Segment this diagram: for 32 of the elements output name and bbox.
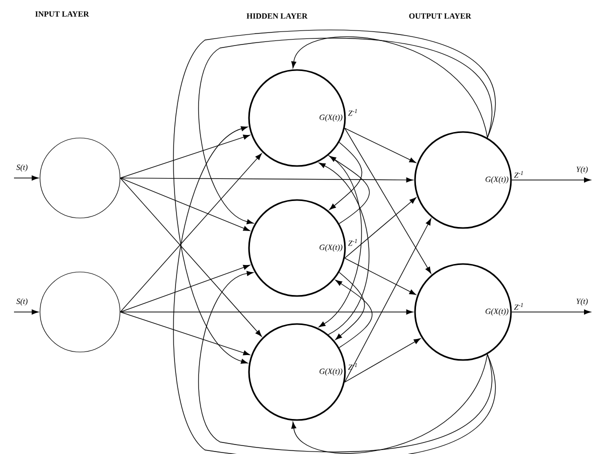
arrow [344,128,432,274]
arrow [120,178,262,337]
arrow [511,177,591,182]
arrow [291,354,488,454]
arrow [318,155,362,328]
arrow [344,258,416,295]
arrow [120,178,250,232]
arrow [120,309,413,314]
arrow [198,270,492,452]
arrow [344,218,432,382]
arrow [329,156,370,224]
arrow [120,264,250,312]
arrow [335,280,372,348]
arrow [335,272,365,340]
arrow [318,162,370,335]
arrow [14,309,38,314]
arrow [291,36,488,138]
arrow [511,309,591,314]
arrow [344,338,421,382]
arrow [173,30,496,364]
arrow [120,134,250,178]
arrow [198,38,492,224]
input-neuron [40,272,120,352]
arrow [120,153,262,312]
arrow [344,197,416,258]
arrow [329,142,362,210]
input-neuron [40,138,120,218]
arrow [120,312,250,356]
arrow [14,175,38,180]
arrow [173,126,496,454]
arrow [344,128,416,163]
arrow [120,177,413,182]
